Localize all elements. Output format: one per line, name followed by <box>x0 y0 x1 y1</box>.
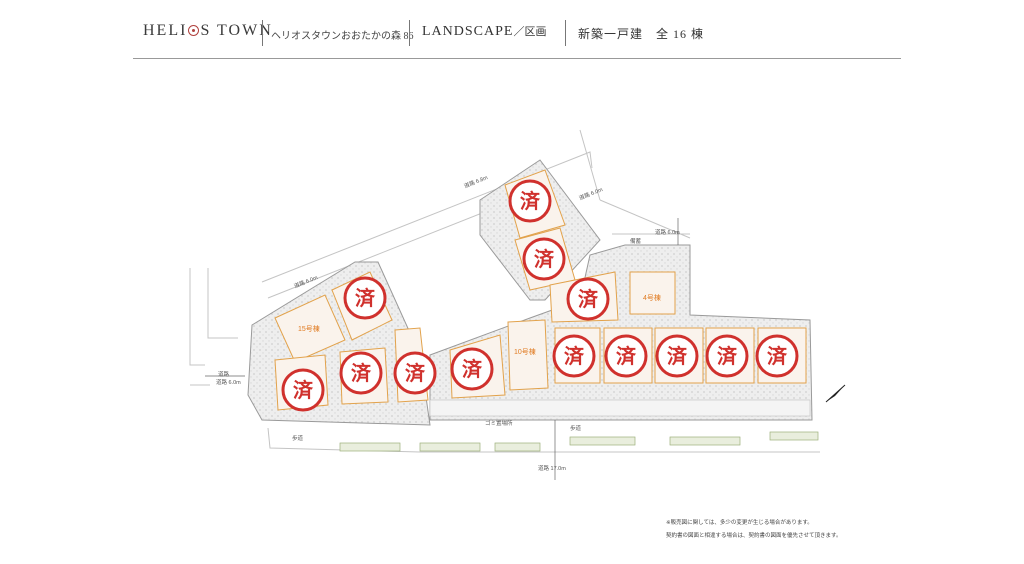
disclaimer-notes: ※販売図に関しては、多少の変更が生じる場合があります。 契約書の図面と相違する場… <box>666 517 841 543</box>
disclaimer-line: 契約書の図面と相違する場合は、契約書の図面を優先させて頂きます。 <box>666 533 842 539</box>
road-label-main: 道路 17.0m <box>538 464 566 472</box>
road-label-left: 道路 <box>218 370 230 378</box>
section-title: LANDSCAPE／区画 <box>422 23 546 40</box>
lot-label-10: 10号棟 <box>514 347 536 356</box>
sold-stamp: 済 <box>705 334 749 378</box>
sold-stamp-text: 済 <box>578 287 599 311</box>
sidewalk-label-left: 歩道 <box>292 434 304 442</box>
sold-stamp: 済 <box>281 368 325 412</box>
lot-labels: 15号棟 10号棟 4号棟 <box>298 293 661 356</box>
sold-stamps: 済 済 済 済 済 済 済 済 済 済 済 済 済 <box>281 179 799 412</box>
sold-stamp-text: 済 <box>520 189 541 213</box>
brand-left: HELI <box>143 22 188 39</box>
street-planters <box>339 431 819 452</box>
lot-4 <box>629 271 676 315</box>
sold-stamp: 済 <box>339 351 383 395</box>
storage-label: 備蓄 <box>630 237 642 245</box>
planter <box>669 436 741 446</box>
header-rule <box>133 58 901 59</box>
sold-stamp: 済 <box>450 347 494 391</box>
header-divider <box>262 20 263 46</box>
planter <box>419 442 481 452</box>
north-arrow-icon <box>825 384 846 403</box>
road-edge <box>189 268 205 366</box>
brand-right: S TOWN <box>200 22 273 39</box>
road-edge <box>579 129 601 201</box>
sold-stamp: 済 <box>604 334 648 378</box>
lot-label-15: 15号棟 <box>298 324 320 333</box>
planter <box>769 431 819 441</box>
sold-stamp: 済 <box>343 276 387 320</box>
sold-stamp-text: 済 <box>534 247 555 271</box>
lot-10 <box>507 319 549 391</box>
header-divider <box>565 20 566 46</box>
sold-stamp-text: 済 <box>351 361 372 385</box>
sold-stamp: 済 <box>755 334 799 378</box>
planter <box>569 436 636 446</box>
road-edge <box>207 268 238 339</box>
internal-road <box>429 399 811 417</box>
road-label-left-width: 道路 6.0m <box>216 378 241 386</box>
lot-15 <box>274 294 346 363</box>
helios-town-logo: HELI S TOWN <box>143 22 273 40</box>
lot-label-4: 4号棟 <box>643 293 661 302</box>
house-count: 新築一戸建 全 16 棟 <box>578 27 705 41</box>
sold-stamp-text: 済 <box>616 344 637 368</box>
disclaimer-line: ※販売図に関しては、多少の変更が生じる場合があります。 <box>666 520 813 526</box>
sold-stamp-text: 済 <box>717 344 738 368</box>
section-title-main: LANDSCAPE <box>422 24 514 39</box>
sold-stamp-text: 済 <box>293 378 314 402</box>
planter <box>494 442 541 452</box>
sold-stamp-text: 済 <box>767 344 788 368</box>
trash-station-label: ゴミ置場所 <box>485 419 513 427</box>
sold-stamp: 済 <box>522 237 566 281</box>
section-title-suffix: ／区画 <box>513 26 547 38</box>
header-divider <box>409 20 410 46</box>
road-edge <box>261 151 593 283</box>
sold-stamp: 済 <box>566 277 610 321</box>
road-label-top: 道路 6.8m <box>463 173 489 190</box>
road-label-far-right: 道路 6.0m <box>655 228 680 236</box>
dimension-markers <box>205 218 679 480</box>
sold-stamp-text: 済 <box>405 361 426 385</box>
road-edge <box>599 199 691 239</box>
planter <box>339 442 401 452</box>
property-name: ヘリオスタウンおおたかの森 86 <box>271 31 414 42</box>
sold-stamp: 済 <box>552 334 596 378</box>
sold-stamp-text: 済 <box>564 344 585 368</box>
sold-stamp-text: 済 <box>462 357 483 381</box>
sold-stamp: 済 <box>508 179 552 223</box>
sold-stamp-text: 済 <box>667 344 688 368</box>
page-header: HELI S TOWN ヘリオスタウンおおたかの森 86 LANDSCAPE／区画… <box>0 0 1024 60</box>
sidewalk-label-right: 歩道 <box>570 424 582 432</box>
sold-stamp: 済 <box>393 351 437 395</box>
sold-stamp-text: 済 <box>355 286 376 310</box>
sold-stamp: 済 <box>655 334 699 378</box>
logo-ring-icon <box>188 25 200 36</box>
